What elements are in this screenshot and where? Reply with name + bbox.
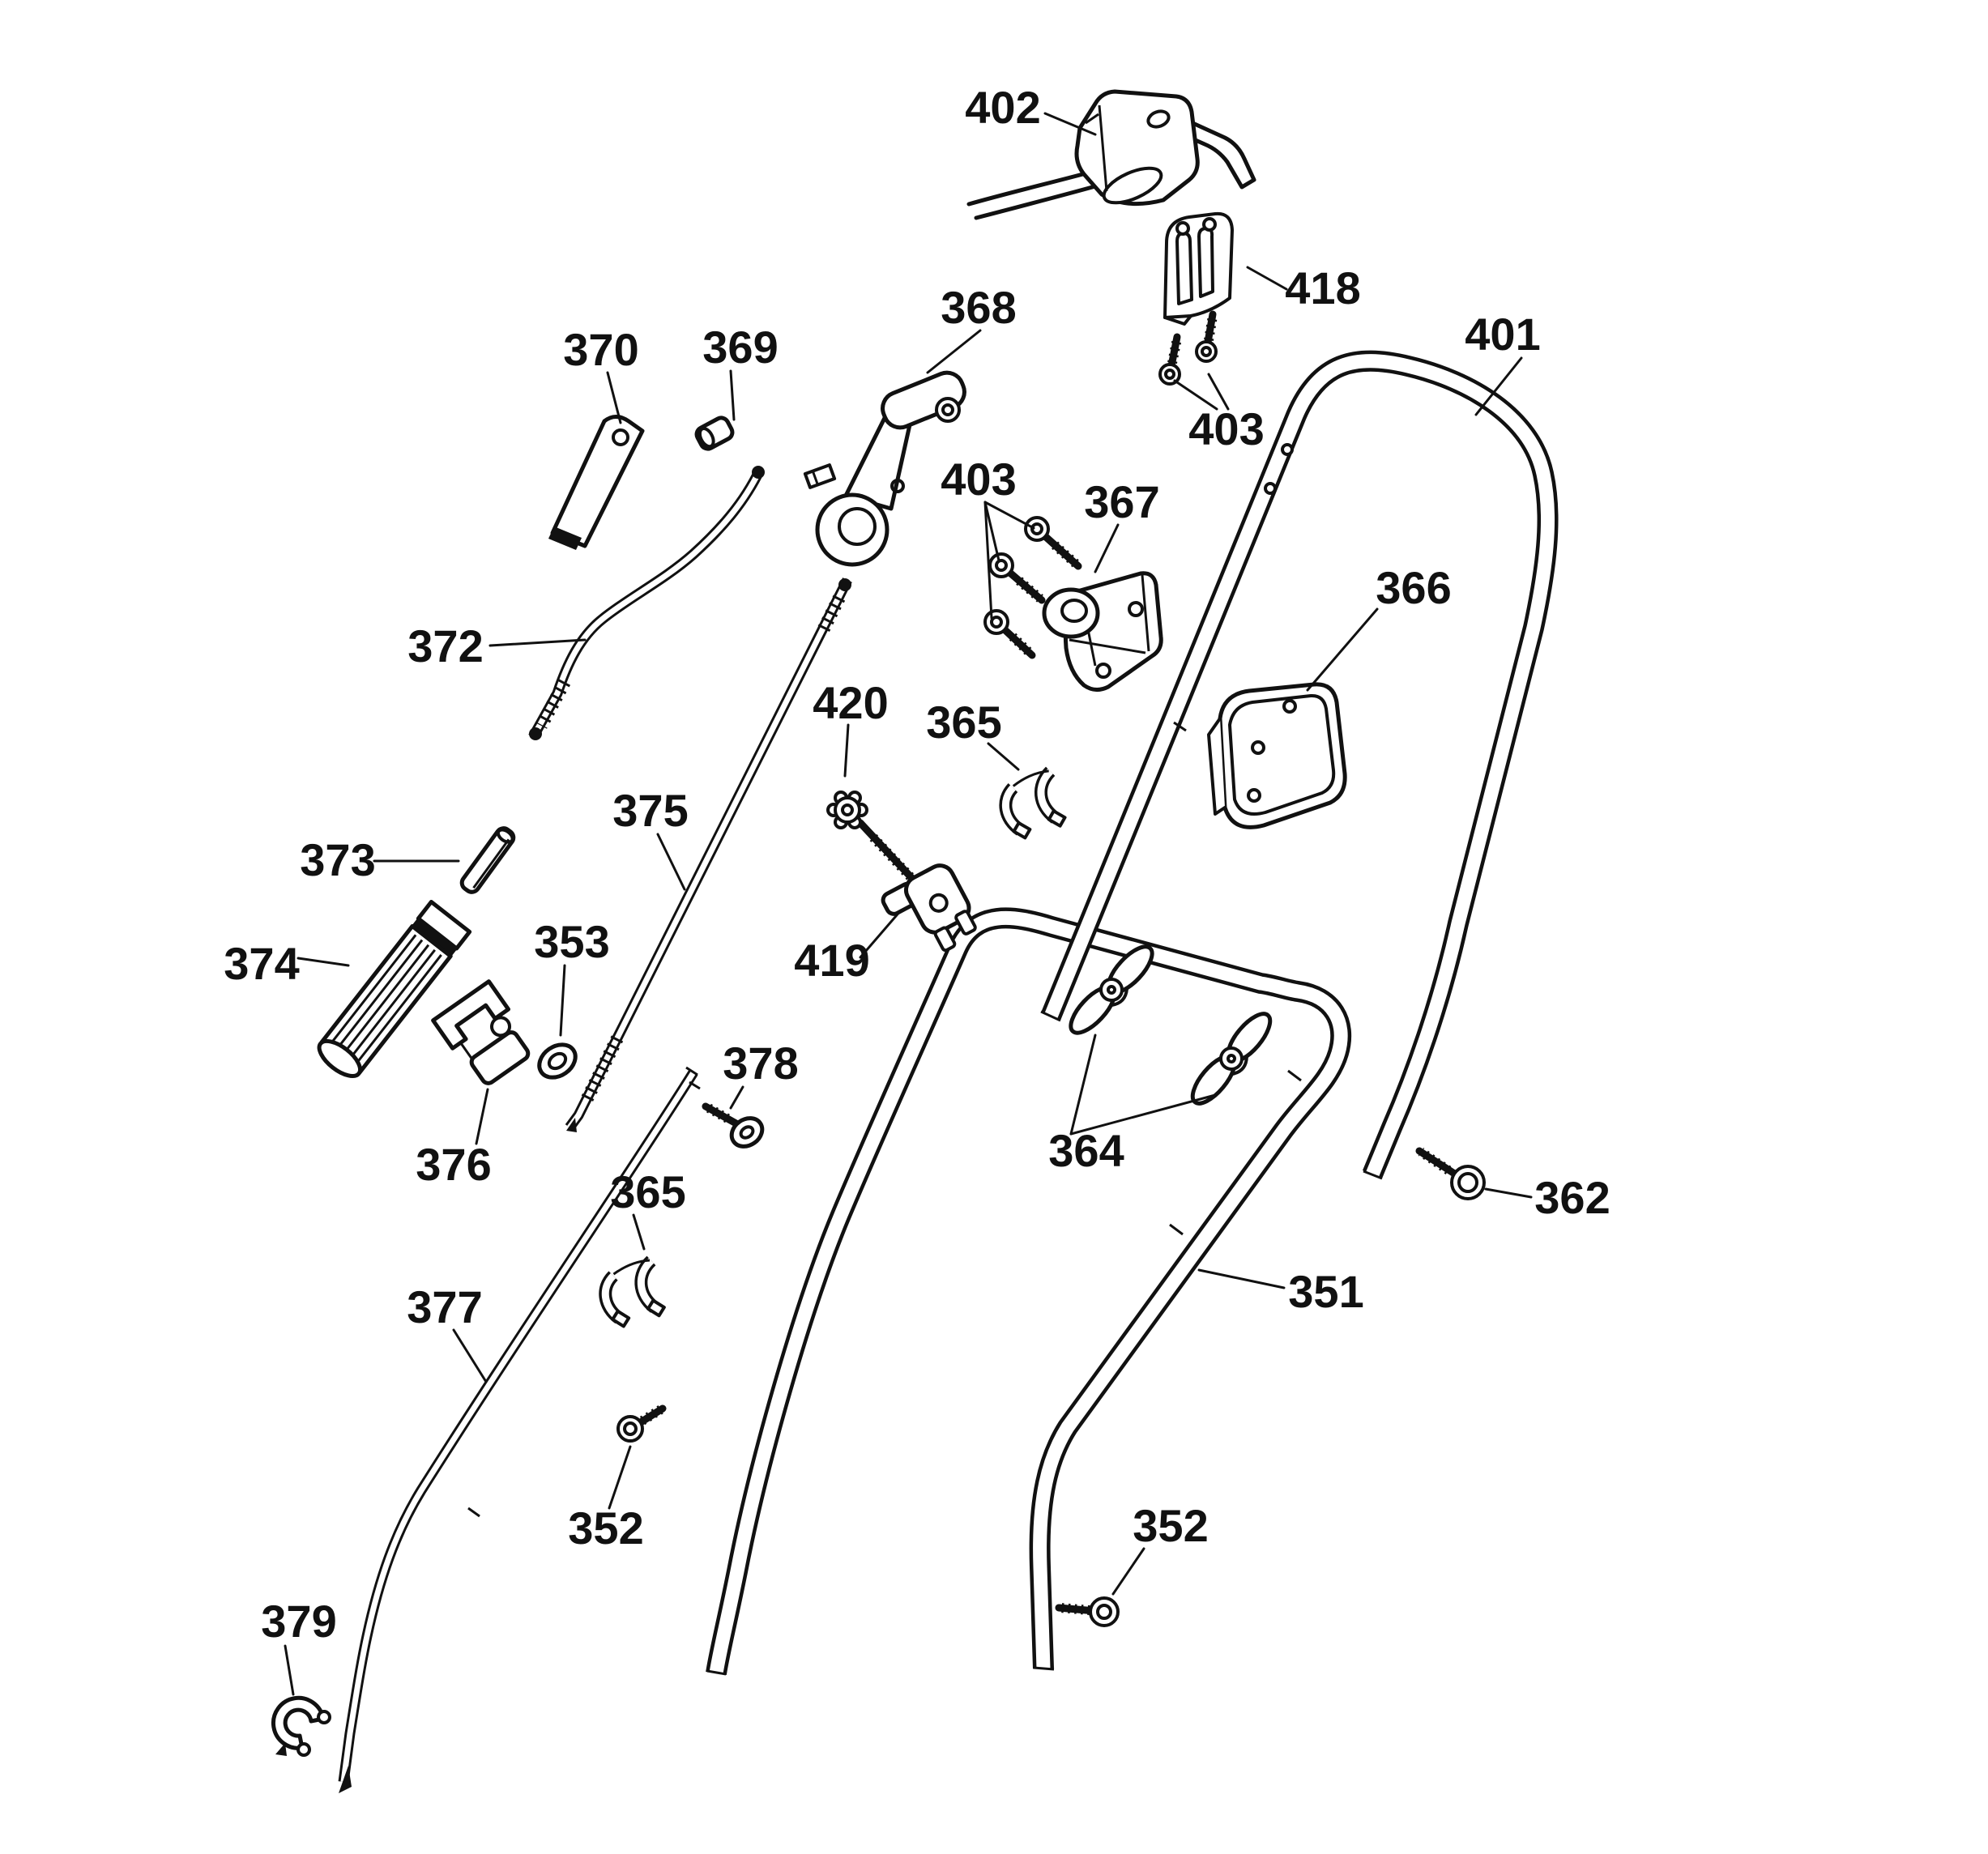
callout-368: 368 xyxy=(941,282,1016,333)
part-419-rod-clamp xyxy=(881,863,977,953)
callout-365-upper: 365 xyxy=(926,697,1001,748)
part-403-top-screws xyxy=(1158,310,1218,386)
callout-353: 353 xyxy=(534,916,609,967)
callout-418: 418 xyxy=(1285,262,1360,313)
callout-351: 351 xyxy=(1288,1266,1363,1317)
part-366-plate xyxy=(1207,682,1347,829)
part-365-lower-clip xyxy=(599,1255,666,1328)
part-376-clamp-block xyxy=(431,979,531,1085)
callout-373: 373 xyxy=(300,834,375,885)
callout-401: 401 xyxy=(1465,309,1540,360)
callout-369: 369 xyxy=(702,322,778,373)
part-369-bushing xyxy=(694,416,735,451)
callout-419: 419 xyxy=(794,935,869,986)
part-353-washer xyxy=(537,1042,578,1080)
leader-lines xyxy=(284,112,1533,1696)
callout-379: 379 xyxy=(261,1596,336,1647)
callout-366: 366 xyxy=(1376,562,1451,613)
part-365-upper-clip xyxy=(999,766,1067,840)
part-352-screw-mid xyxy=(616,1404,667,1443)
part-370-link-strap xyxy=(548,415,645,550)
callout-375: 375 xyxy=(612,785,688,836)
part-351-lower-handle xyxy=(706,907,1352,1676)
callout-403-top: 403 xyxy=(1188,403,1264,454)
part-379-retaining-ring xyxy=(271,1695,331,1757)
callout-362: 362 xyxy=(1534,1172,1610,1223)
part-368-pivot-lever xyxy=(803,370,966,567)
part-352-screw-right xyxy=(1055,1596,1120,1627)
part-402-switch-housing xyxy=(966,89,1256,220)
callout-352-mid: 352 xyxy=(568,1502,643,1554)
part-377-lower-rod xyxy=(338,1066,701,1793)
callout-372: 372 xyxy=(407,620,483,671)
part-403-mid-screws xyxy=(983,516,1082,659)
part-367-bracket xyxy=(1042,571,1163,692)
callout-377: 377 xyxy=(407,1281,482,1332)
callout-364: 364 xyxy=(1048,1125,1124,1176)
part-378-screw xyxy=(702,1102,765,1149)
part-372-bent-rod xyxy=(528,466,765,740)
part-364-wing-knob-lower xyxy=(1190,1012,1273,1106)
part-362-thumb-screw xyxy=(1415,1147,1486,1200)
callout-403-mid: 403 xyxy=(941,454,1016,505)
callout-367: 367 xyxy=(1084,476,1159,527)
callout-420: 420 xyxy=(813,677,888,728)
callout-374: 374 xyxy=(224,938,299,989)
callout-370: 370 xyxy=(563,324,638,375)
part-375-long-rod xyxy=(565,578,852,1132)
callout-376: 376 xyxy=(416,1139,491,1190)
part-364-wing-knob-upper xyxy=(1069,944,1154,1035)
callout-labels: 402 418 403 368 370 369 401 403 367 366 … xyxy=(224,82,1610,1647)
part-373-pin xyxy=(459,826,516,894)
callout-365-lower: 365 xyxy=(610,1166,685,1217)
callout-402: 402 xyxy=(965,82,1040,133)
callout-378: 378 xyxy=(723,1038,798,1089)
part-401-upper-handle xyxy=(1040,350,1559,1180)
callout-352-right: 352 xyxy=(1133,1500,1208,1551)
part-374-handle-grip xyxy=(317,900,472,1078)
part-418-wire-clip xyxy=(1163,211,1234,326)
